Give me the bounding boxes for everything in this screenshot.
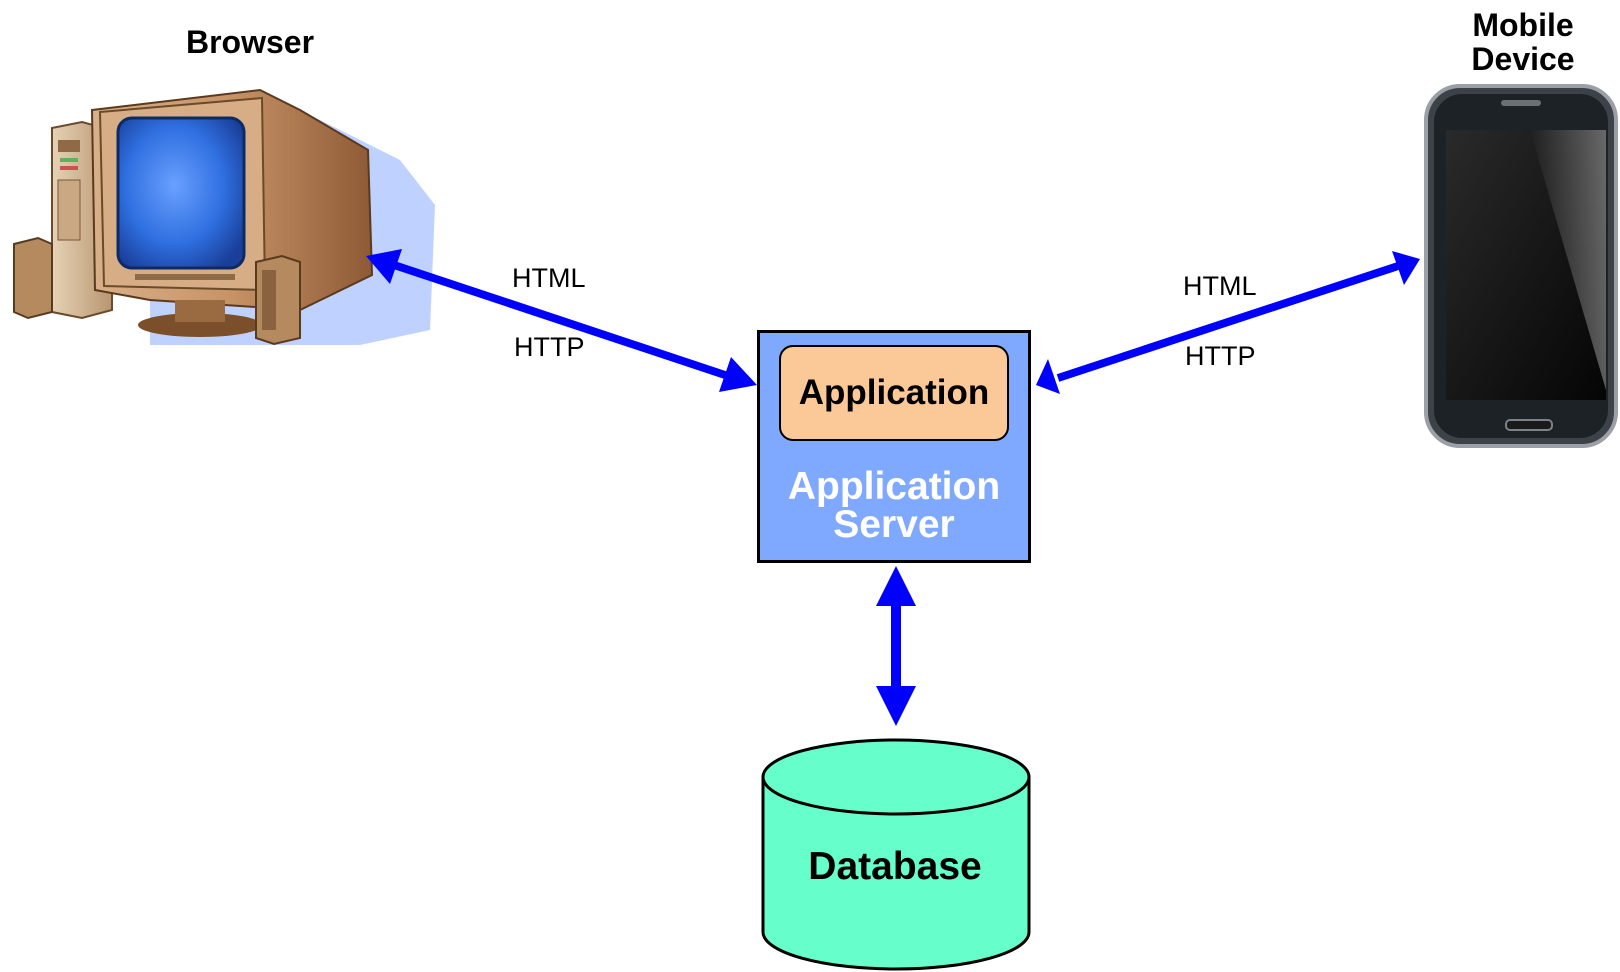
- browser-edge-html-label: HTML: [512, 263, 586, 293]
- phone-icon: [1424, 84, 1618, 448]
- mobile-label-line2: Device: [1471, 41, 1575, 78]
- database-label: Database: [808, 845, 982, 888]
- browser-edge-http-label: HTTP: [514, 332, 585, 362]
- mobile-edge-html-label: HTML: [1183, 271, 1257, 301]
- application-box: Application: [779, 345, 1009, 441]
- arrow-browser-server: [366, 249, 757, 392]
- mobile-label-line1: Mobile: [1472, 7, 1574, 43]
- browser-label: Browser: [185, 24, 315, 60]
- mobile-device-label: Mobile Device: [1438, 7, 1608, 78]
- arrow-mobile-server: [1036, 251, 1420, 394]
- database-icon: [761, 738, 1031, 971]
- computer-icon: [13, 88, 435, 346]
- server-label-line1: Application: [787, 465, 1001, 508]
- application-server-label: Application Server: [757, 465, 1031, 547]
- server-label-line2: Server: [833, 503, 955, 547]
- arrow-server-database: [876, 566, 916, 726]
- mobile-edge-http-label: HTTP: [1185, 341, 1256, 371]
